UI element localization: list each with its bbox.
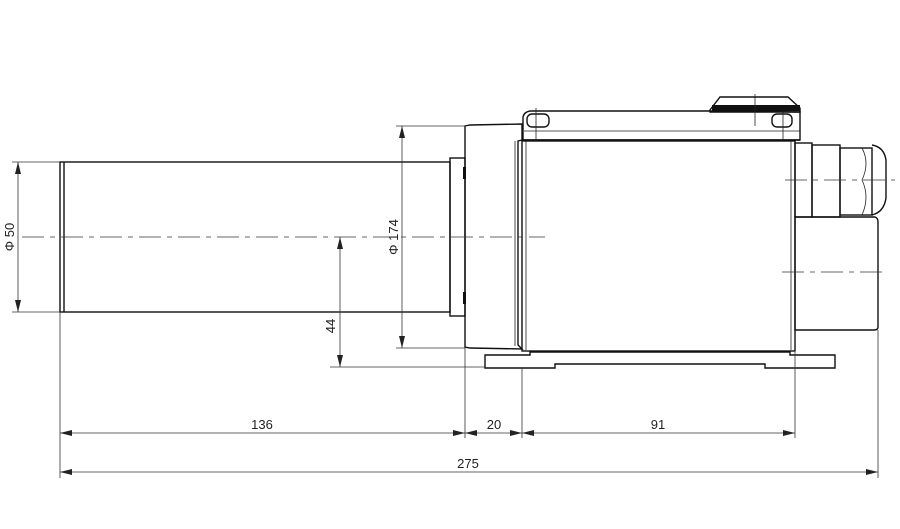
dim-flange-length: 20 xyxy=(487,417,501,432)
mounting-feet xyxy=(484,351,836,369)
terminal-box xyxy=(521,140,796,352)
extension-lines xyxy=(12,125,879,478)
side-connector-block xyxy=(794,216,879,331)
terminal-box-lid xyxy=(522,108,801,141)
dim-axis-height: 44 xyxy=(323,319,338,333)
centerlines xyxy=(22,179,895,273)
dim-tube-diameter: Φ 50 xyxy=(2,223,17,251)
dim-tube-length: 136 xyxy=(251,417,273,432)
dimension-lines xyxy=(15,126,878,475)
dim-box-length: 91 xyxy=(651,417,665,432)
knob xyxy=(709,94,801,126)
dim-housing-diameter: Φ 174 xyxy=(386,219,401,255)
dim-overall-length: 275 xyxy=(457,456,479,471)
housing-cap xyxy=(464,123,524,350)
